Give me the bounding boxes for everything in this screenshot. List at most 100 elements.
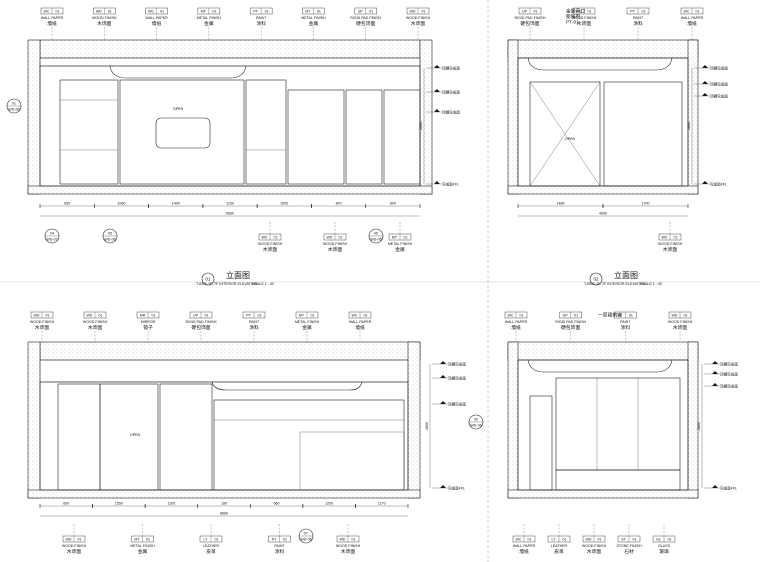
tag-num: 01 xyxy=(404,235,408,239)
tag-code: MT xyxy=(201,9,207,13)
level-label: 完成面FFL xyxy=(720,486,737,491)
right-wall xyxy=(687,341,699,499)
cabinet-panel xyxy=(245,79,287,185)
floor-slab xyxy=(27,489,421,499)
dimension-total: 4090 xyxy=(599,212,607,216)
tag-code: WD xyxy=(672,313,678,317)
dimension-total: 6660 xyxy=(220,512,228,516)
marker-ref: WD-06 xyxy=(470,424,481,428)
marker-ref: WD-06 xyxy=(104,238,115,242)
elevation-frame xyxy=(517,359,689,491)
marker-ref: WD-06 xyxy=(300,538,311,542)
tag-num: 01 xyxy=(152,313,156,317)
tag-en: STONE FINISH xyxy=(616,544,641,548)
view-title-en: T-BDR-TR-TF INTERIOR ELEVATION xyxy=(196,282,258,286)
view-scale: SCALE 1 : 40 xyxy=(252,282,274,286)
level-label: 完成面FFL xyxy=(448,486,465,491)
tag-en: WOOD FINISH xyxy=(336,544,361,548)
counter-panel xyxy=(299,431,405,491)
tag-code: WD xyxy=(327,235,333,239)
tag-num: 01 xyxy=(598,537,602,541)
marker-ref: WD-06 xyxy=(8,108,19,112)
tag-cn: 皮革 xyxy=(206,548,216,555)
tag-num: 01 xyxy=(352,537,356,541)
tag-num: 01 xyxy=(696,9,700,13)
left-wall xyxy=(27,39,41,195)
level-triangle xyxy=(702,93,708,96)
opening-note: OPEN xyxy=(173,107,184,111)
rigid-pad-panel xyxy=(603,81,683,187)
tag-num: 01 xyxy=(46,313,50,317)
tag-en: WOOD FINISH xyxy=(406,16,431,20)
right-wall xyxy=(687,39,699,195)
view-index: 02 xyxy=(594,277,599,282)
headboard-panel xyxy=(119,79,245,185)
tag-en: WOOD FINISH xyxy=(582,544,607,548)
wood-panel xyxy=(345,89,383,185)
floor-slab xyxy=(507,185,699,195)
dimension-value: 650 xyxy=(64,202,70,206)
tag-en: METAL FINISH xyxy=(197,16,222,20)
opening-note: OPEN xyxy=(565,137,576,141)
marker-num: 05 xyxy=(108,232,112,236)
tag-en: RIGID PAD FINISH xyxy=(515,16,546,20)
dimension-value: 1600 xyxy=(280,202,288,206)
level-label: 完成面FFL xyxy=(442,182,459,187)
ceiling-light-cove xyxy=(109,65,247,79)
tag-en: PAINT xyxy=(633,16,644,20)
tag-cn: 墙纸 xyxy=(687,20,697,27)
dimension-value: 1200 xyxy=(325,502,333,506)
bulkhead xyxy=(39,359,409,383)
level-triangle xyxy=(702,65,708,68)
tag-en: GLASS xyxy=(658,544,671,548)
tag-en: WOOD FINISH xyxy=(258,242,283,246)
tag-cn: 涂料 xyxy=(249,324,259,331)
tag-cn: 木饰面 xyxy=(97,20,112,27)
tag-en: METAL FINISH xyxy=(130,544,155,548)
tag-num: 01 xyxy=(642,9,646,13)
level-label: 顶棚完成面 xyxy=(448,362,466,367)
marker-num: 02 xyxy=(474,418,478,422)
mirror-panel xyxy=(159,383,213,491)
tag-cn: 金属 xyxy=(395,246,405,253)
dimension-total: 6660 xyxy=(226,212,234,216)
tag-code: WD xyxy=(34,313,40,317)
tag-en: METAL FINISH xyxy=(301,16,326,20)
dimension-value: 1150 xyxy=(226,202,234,206)
tag-code: MT xyxy=(305,9,311,13)
level-triangle xyxy=(712,361,718,364)
tag-en: RIGID PAD FINISH xyxy=(350,16,381,20)
tag-num: 01 xyxy=(339,235,343,239)
tag-code: WD xyxy=(340,537,346,541)
tag-cn: 木饰面 xyxy=(328,246,343,253)
tag-code: PT xyxy=(272,537,277,541)
level-triangle xyxy=(434,89,440,92)
marker-num: 04 xyxy=(50,232,54,236)
tag-code: WC xyxy=(684,9,690,13)
view-title-cn: 立面图 xyxy=(614,270,638,280)
left-wall xyxy=(507,341,519,499)
tag-en: WALL PAPER xyxy=(41,16,64,20)
level-label: 顶棚完成面 xyxy=(442,110,460,115)
dimension-value: 660 xyxy=(274,502,280,506)
tag-en: RIGID PAD FINISH xyxy=(186,320,217,324)
tag-code: MT xyxy=(299,313,305,317)
stone-sill xyxy=(555,469,681,491)
tag-code: UP xyxy=(522,9,528,13)
tag-en: PAINT xyxy=(256,16,267,20)
cornice xyxy=(39,57,421,67)
